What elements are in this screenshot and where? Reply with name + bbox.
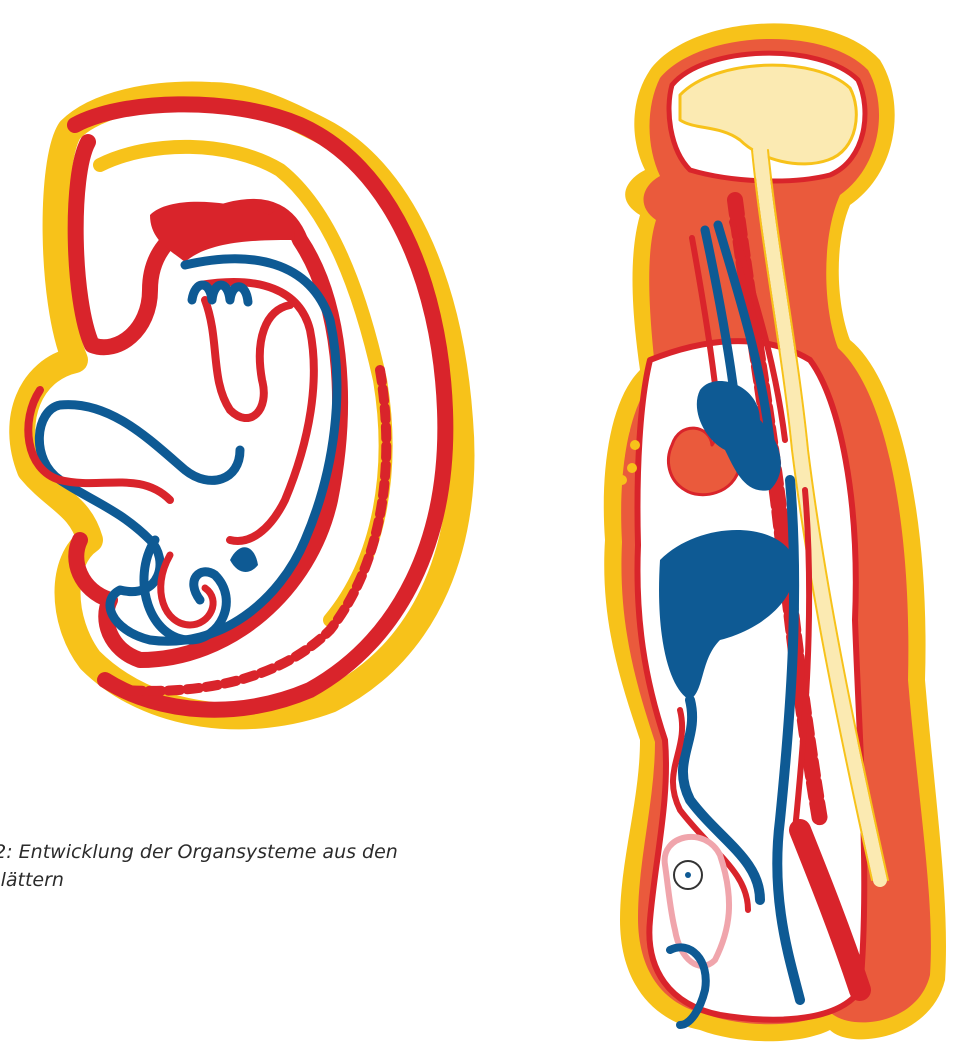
embryo-small-vesicle — [230, 547, 258, 572]
embryo-gut-mesoderm — [200, 282, 314, 541]
caption-line-1: b. 2: Entwicklung der Organsysteme aus d… — [0, 838, 400, 866]
embryo-villi — [192, 285, 248, 302]
embryo-illustration — [22, 95, 461, 717]
body-embryo-center — [685, 872, 691, 878]
adult-body-illustration — [604, 23, 946, 1041]
embryo-lower-loops-red — [161, 555, 213, 625]
caption-line-2: mblättern — [0, 866, 400, 894]
figure-caption: b. 2: Entwicklung der Organsysteme aus d… — [0, 838, 400, 894]
